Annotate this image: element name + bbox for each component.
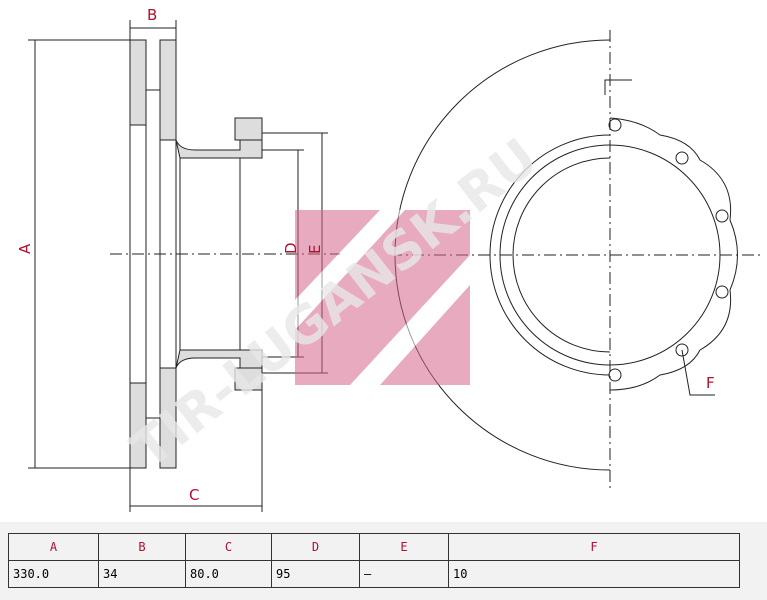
value-a: 330.0 [8, 560, 99, 588]
header-d: D [271, 533, 360, 561]
value-f: 10 [448, 560, 740, 588]
label-f: F [706, 374, 715, 392]
value-c: 80.0 [185, 560, 272, 588]
label-e: E [306, 245, 324, 254]
label-d: D [282, 242, 300, 254]
value-b: 34 [98, 560, 186, 588]
header-b: B [98, 533, 186, 561]
label-c: C [189, 486, 199, 504]
value-row: 330.0 34 80.0 95 – 10 [8, 560, 740, 588]
value-d: 95 [271, 560, 360, 588]
label-b: B [147, 6, 157, 24]
label-a: A [16, 243, 34, 254]
header-row: A B C D E F [8, 533, 740, 561]
value-e: – [359, 560, 449, 588]
header-e: E [359, 533, 449, 561]
watermark: TIR-LUGANSK.RU [121, 127, 549, 480]
header-f: F [448, 533, 740, 561]
brake-disc-drawing: TIR-LUGANSK.RU B A C D E F [16, 6, 760, 512]
logo [295, 210, 470, 385]
header-c: C [185, 533, 272, 561]
header-a: A [8, 533, 99, 561]
dimensions-table: A B C D E F 330.0 34 80.0 95 – 10 [8, 533, 740, 588]
